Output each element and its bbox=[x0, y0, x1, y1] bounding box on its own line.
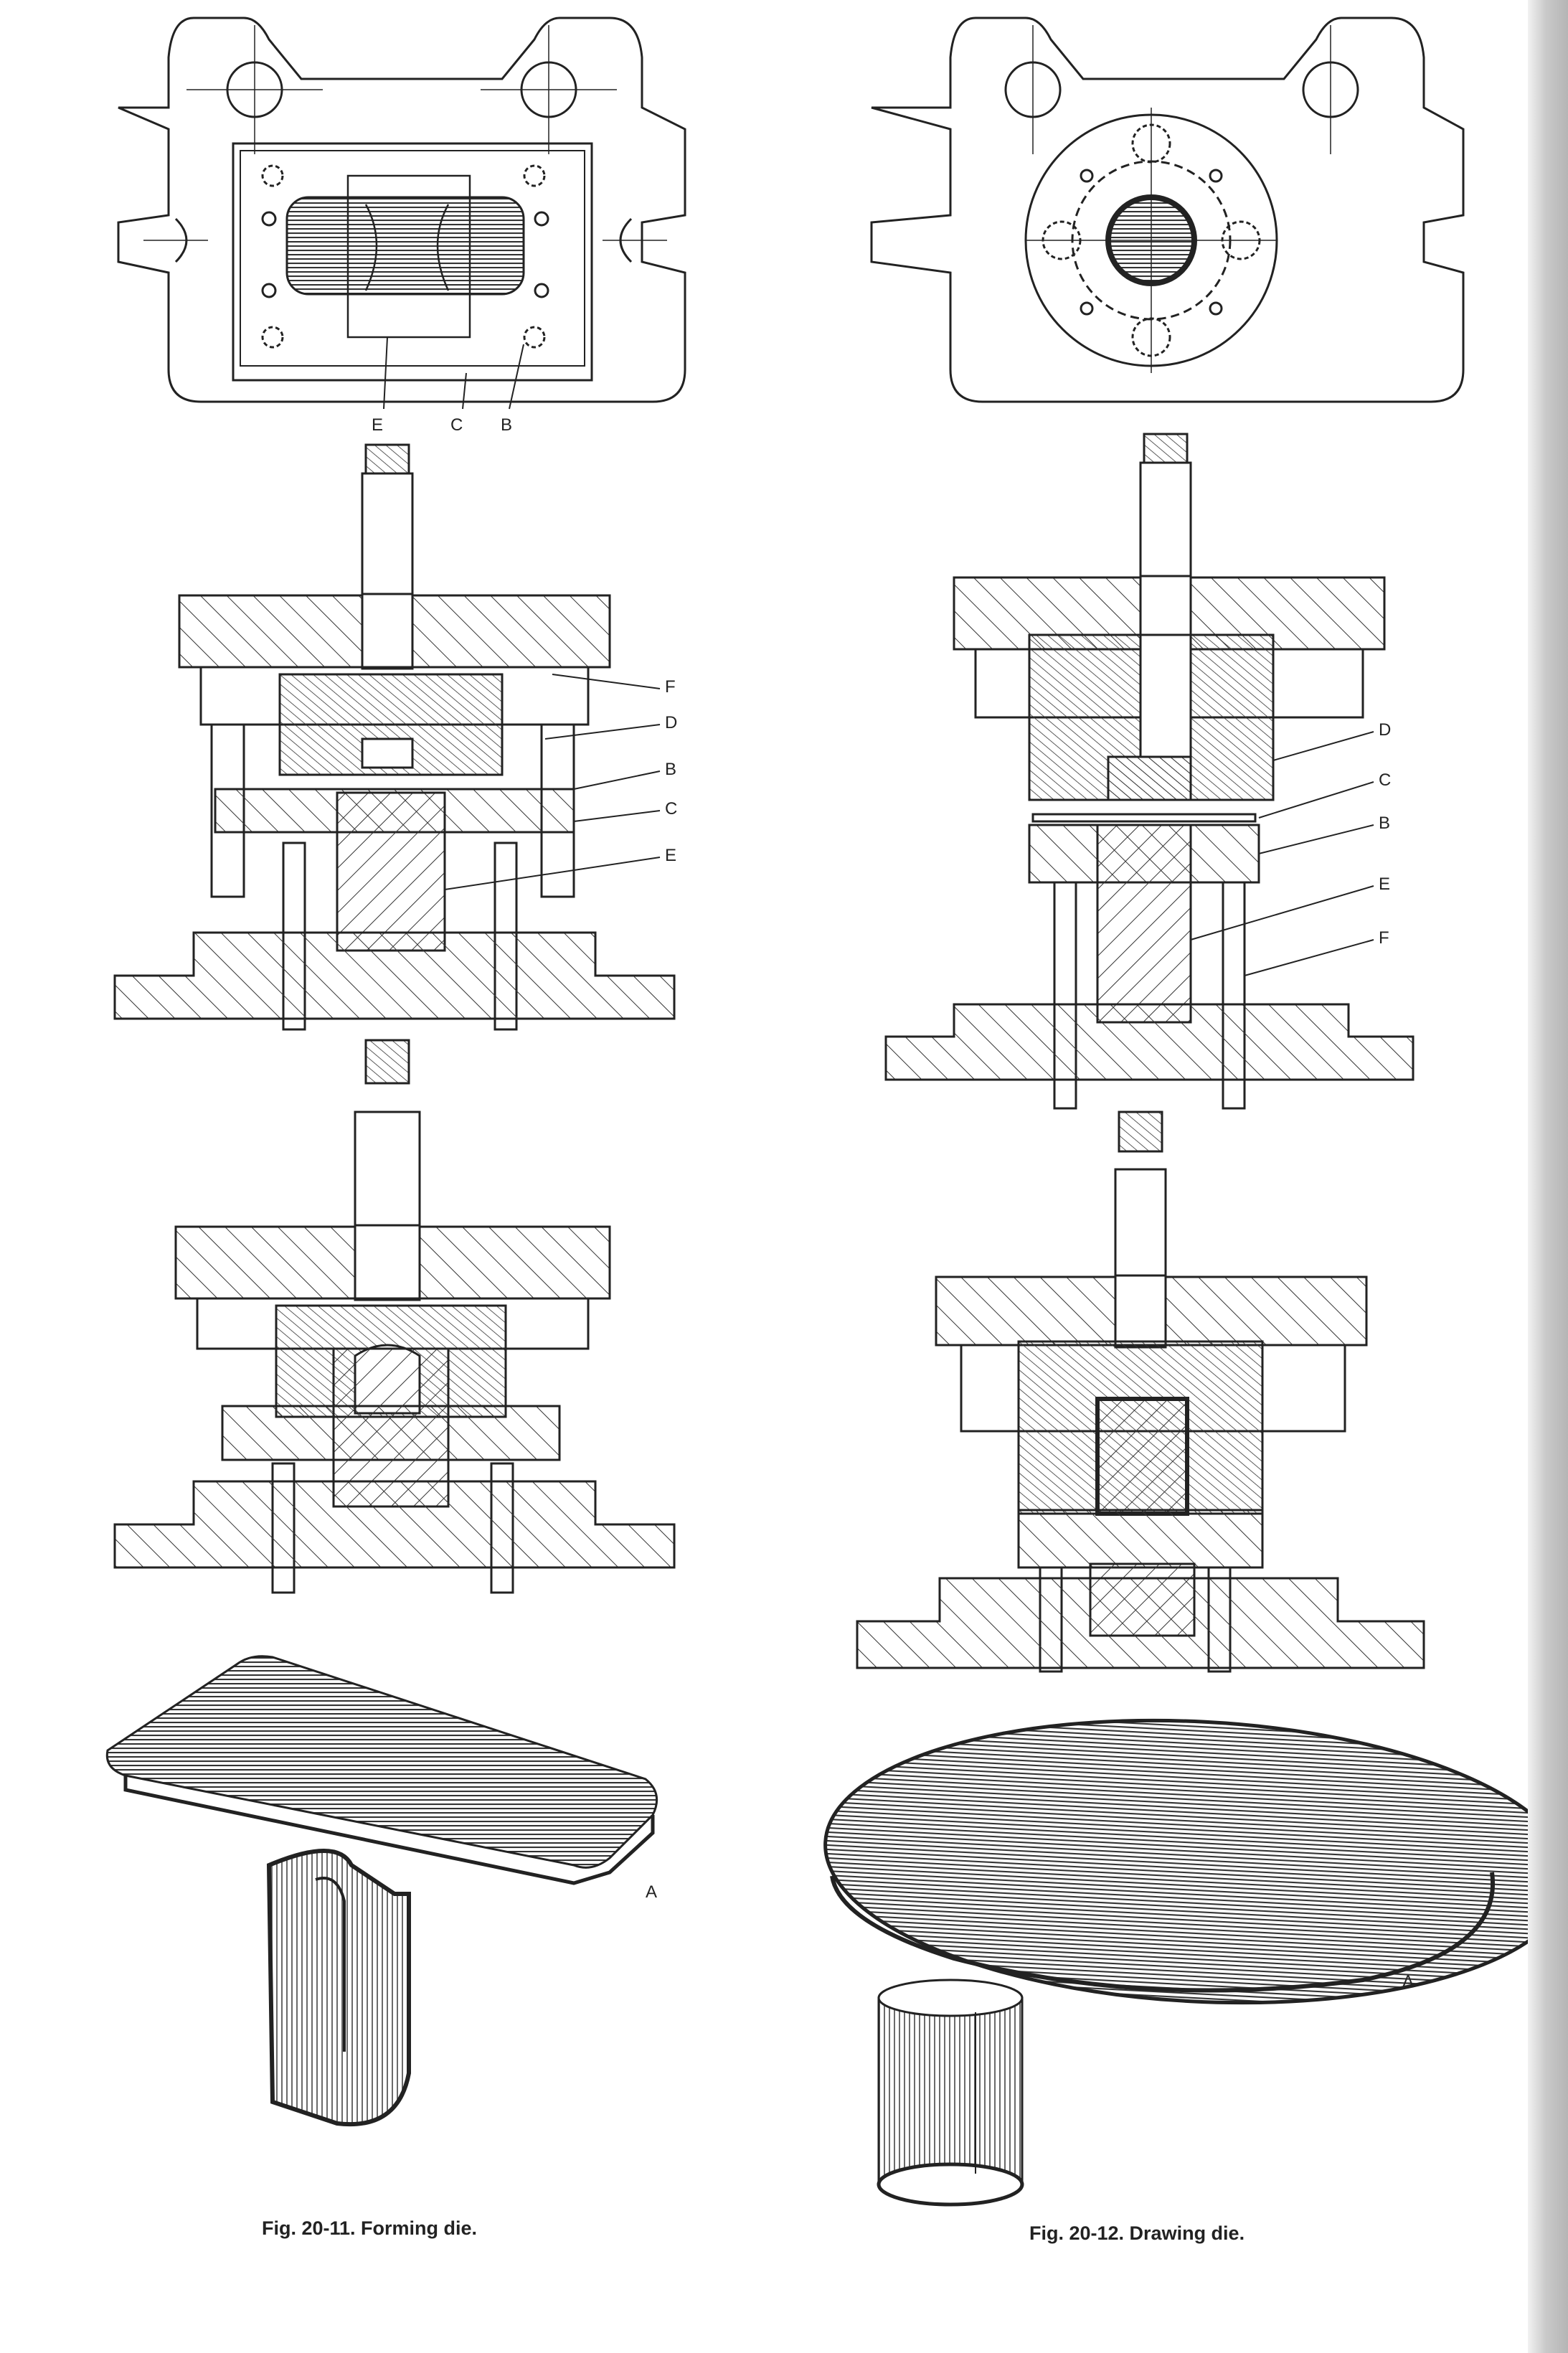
left-plan-view: E C B bbox=[117, 16, 686, 435]
svg-text:E: E bbox=[372, 415, 383, 435]
svg-text:E: E bbox=[665, 846, 676, 865]
page-edge-shadow bbox=[1528, 0, 1568, 2353]
svg-text:F: F bbox=[665, 677, 676, 697]
svg-text:D: D bbox=[1379, 720, 1391, 740]
svg-text:C: C bbox=[450, 415, 463, 435]
svg-text:C: C bbox=[665, 799, 677, 819]
svg-text:C: C bbox=[1379, 770, 1391, 790]
svg-text:E: E bbox=[1379, 874, 1390, 894]
right-section-open: D C B E F bbox=[884, 433, 1414, 1110]
svg-text:D: D bbox=[665, 713, 677, 732]
svg-text:F: F bbox=[1379, 928, 1389, 948]
left-blank-and-part: A bbox=[105, 1655, 658, 2127]
svg-text:B: B bbox=[1379, 814, 1390, 833]
right-caption: Fig. 20-12. Drawing die. bbox=[1029, 2222, 1245, 2244]
svg-text:B: B bbox=[501, 415, 512, 435]
right-blank-label: A bbox=[1402, 1972, 1414, 1991]
right-plan-view bbox=[870, 16, 1465, 403]
right-blank-and-cup: A bbox=[823, 1718, 1568, 2207]
left-section-closed bbox=[113, 1039, 676, 1594]
left-section-open: F D B C E bbox=[113, 443, 677, 1031]
left-caption: Fig. 20-11. Forming die. bbox=[262, 2217, 477, 2239]
left-blank-label: A bbox=[646, 1882, 657, 1902]
svg-text:B: B bbox=[665, 760, 676, 779]
right-section-closed bbox=[856, 1111, 1425, 1673]
